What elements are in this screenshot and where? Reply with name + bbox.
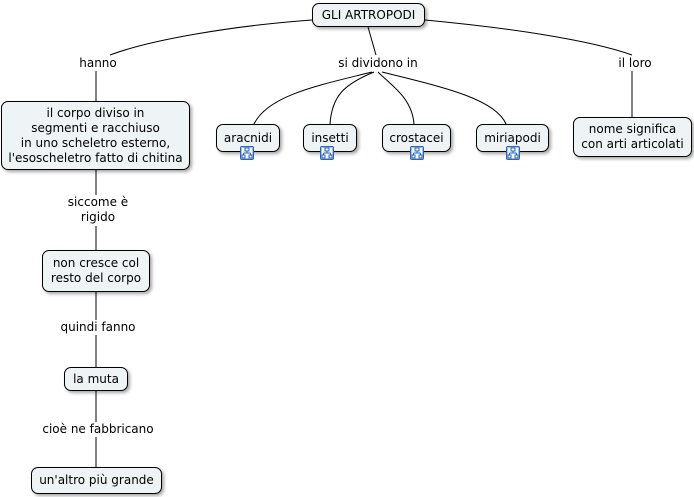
link-si-dividono-in: si dividono in <box>330 56 426 71</box>
link-quindi-fanno: quindi fanno <box>54 320 142 335</box>
concept-corpo-diviso[interactable]: il corpo diviso in segmenti e racchiuso … <box>1 101 190 170</box>
link-cioe-ne-fabbricano: cioè ne fabbricano <box>36 422 160 437</box>
line-si-aracnidi <box>253 71 373 125</box>
link-il-loro: il loro <box>610 56 660 71</box>
link-siccome-rigido: siccome è rigido <box>60 195 136 225</box>
concept-gli-artropodi[interactable]: GLI ARTROPODI <box>312 3 425 27</box>
line-root-il-loro <box>424 19 633 56</box>
line-root-si-dividono <box>367 26 377 56</box>
concept-nome-significa[interactable]: nome significa con arti articolati <box>573 117 692 157</box>
concept-altro-piu-grande[interactable]: un'altro più grande <box>31 467 162 494</box>
submap-icon[interactable] <box>410 146 424 160</box>
submap-icon[interactable] <box>506 146 520 160</box>
line-si-crostacei <box>377 71 415 125</box>
concept-la-muta[interactable]: la muta <box>64 367 128 391</box>
concept-non-cresce[interactable]: non cresce col resto del corpo <box>42 250 150 292</box>
submap-icon[interactable] <box>240 146 254 160</box>
submap-icon[interactable] <box>320 146 334 160</box>
line-root-hanno <box>109 19 313 56</box>
line-si-insetti <box>329 71 375 125</box>
line-si-miriapodi <box>381 71 507 125</box>
link-hanno: hanno <box>72 56 124 71</box>
